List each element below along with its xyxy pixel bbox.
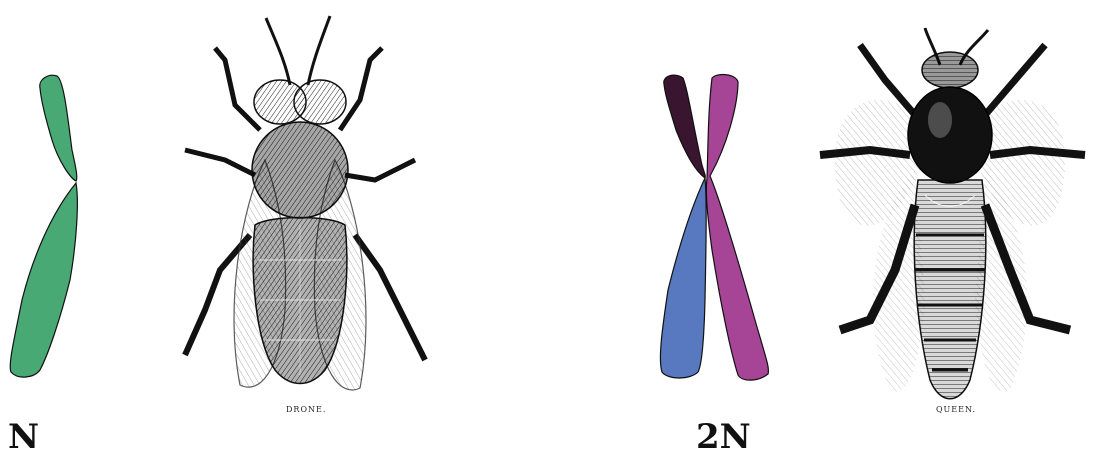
drone-caption: DRONE. <box>286 405 326 414</box>
chromosome-upper-arm <box>40 75 77 181</box>
drone-bee-engraving <box>170 10 440 410</box>
haploid-chromosome <box>0 0 120 400</box>
chromatid-right <box>706 75 768 381</box>
diploid-label: 2N <box>696 420 751 454</box>
chromatid-left-lower <box>660 178 706 378</box>
diploid-chromosome <box>650 0 790 400</box>
haploid-label: N <box>8 420 39 454</box>
chromatid-left-upper <box>664 75 705 178</box>
chromosome-lower-arm <box>10 183 77 377</box>
queen-bee-engraving <box>800 20 1099 420</box>
queen-caption: QUEEN. <box>936 405 976 414</box>
